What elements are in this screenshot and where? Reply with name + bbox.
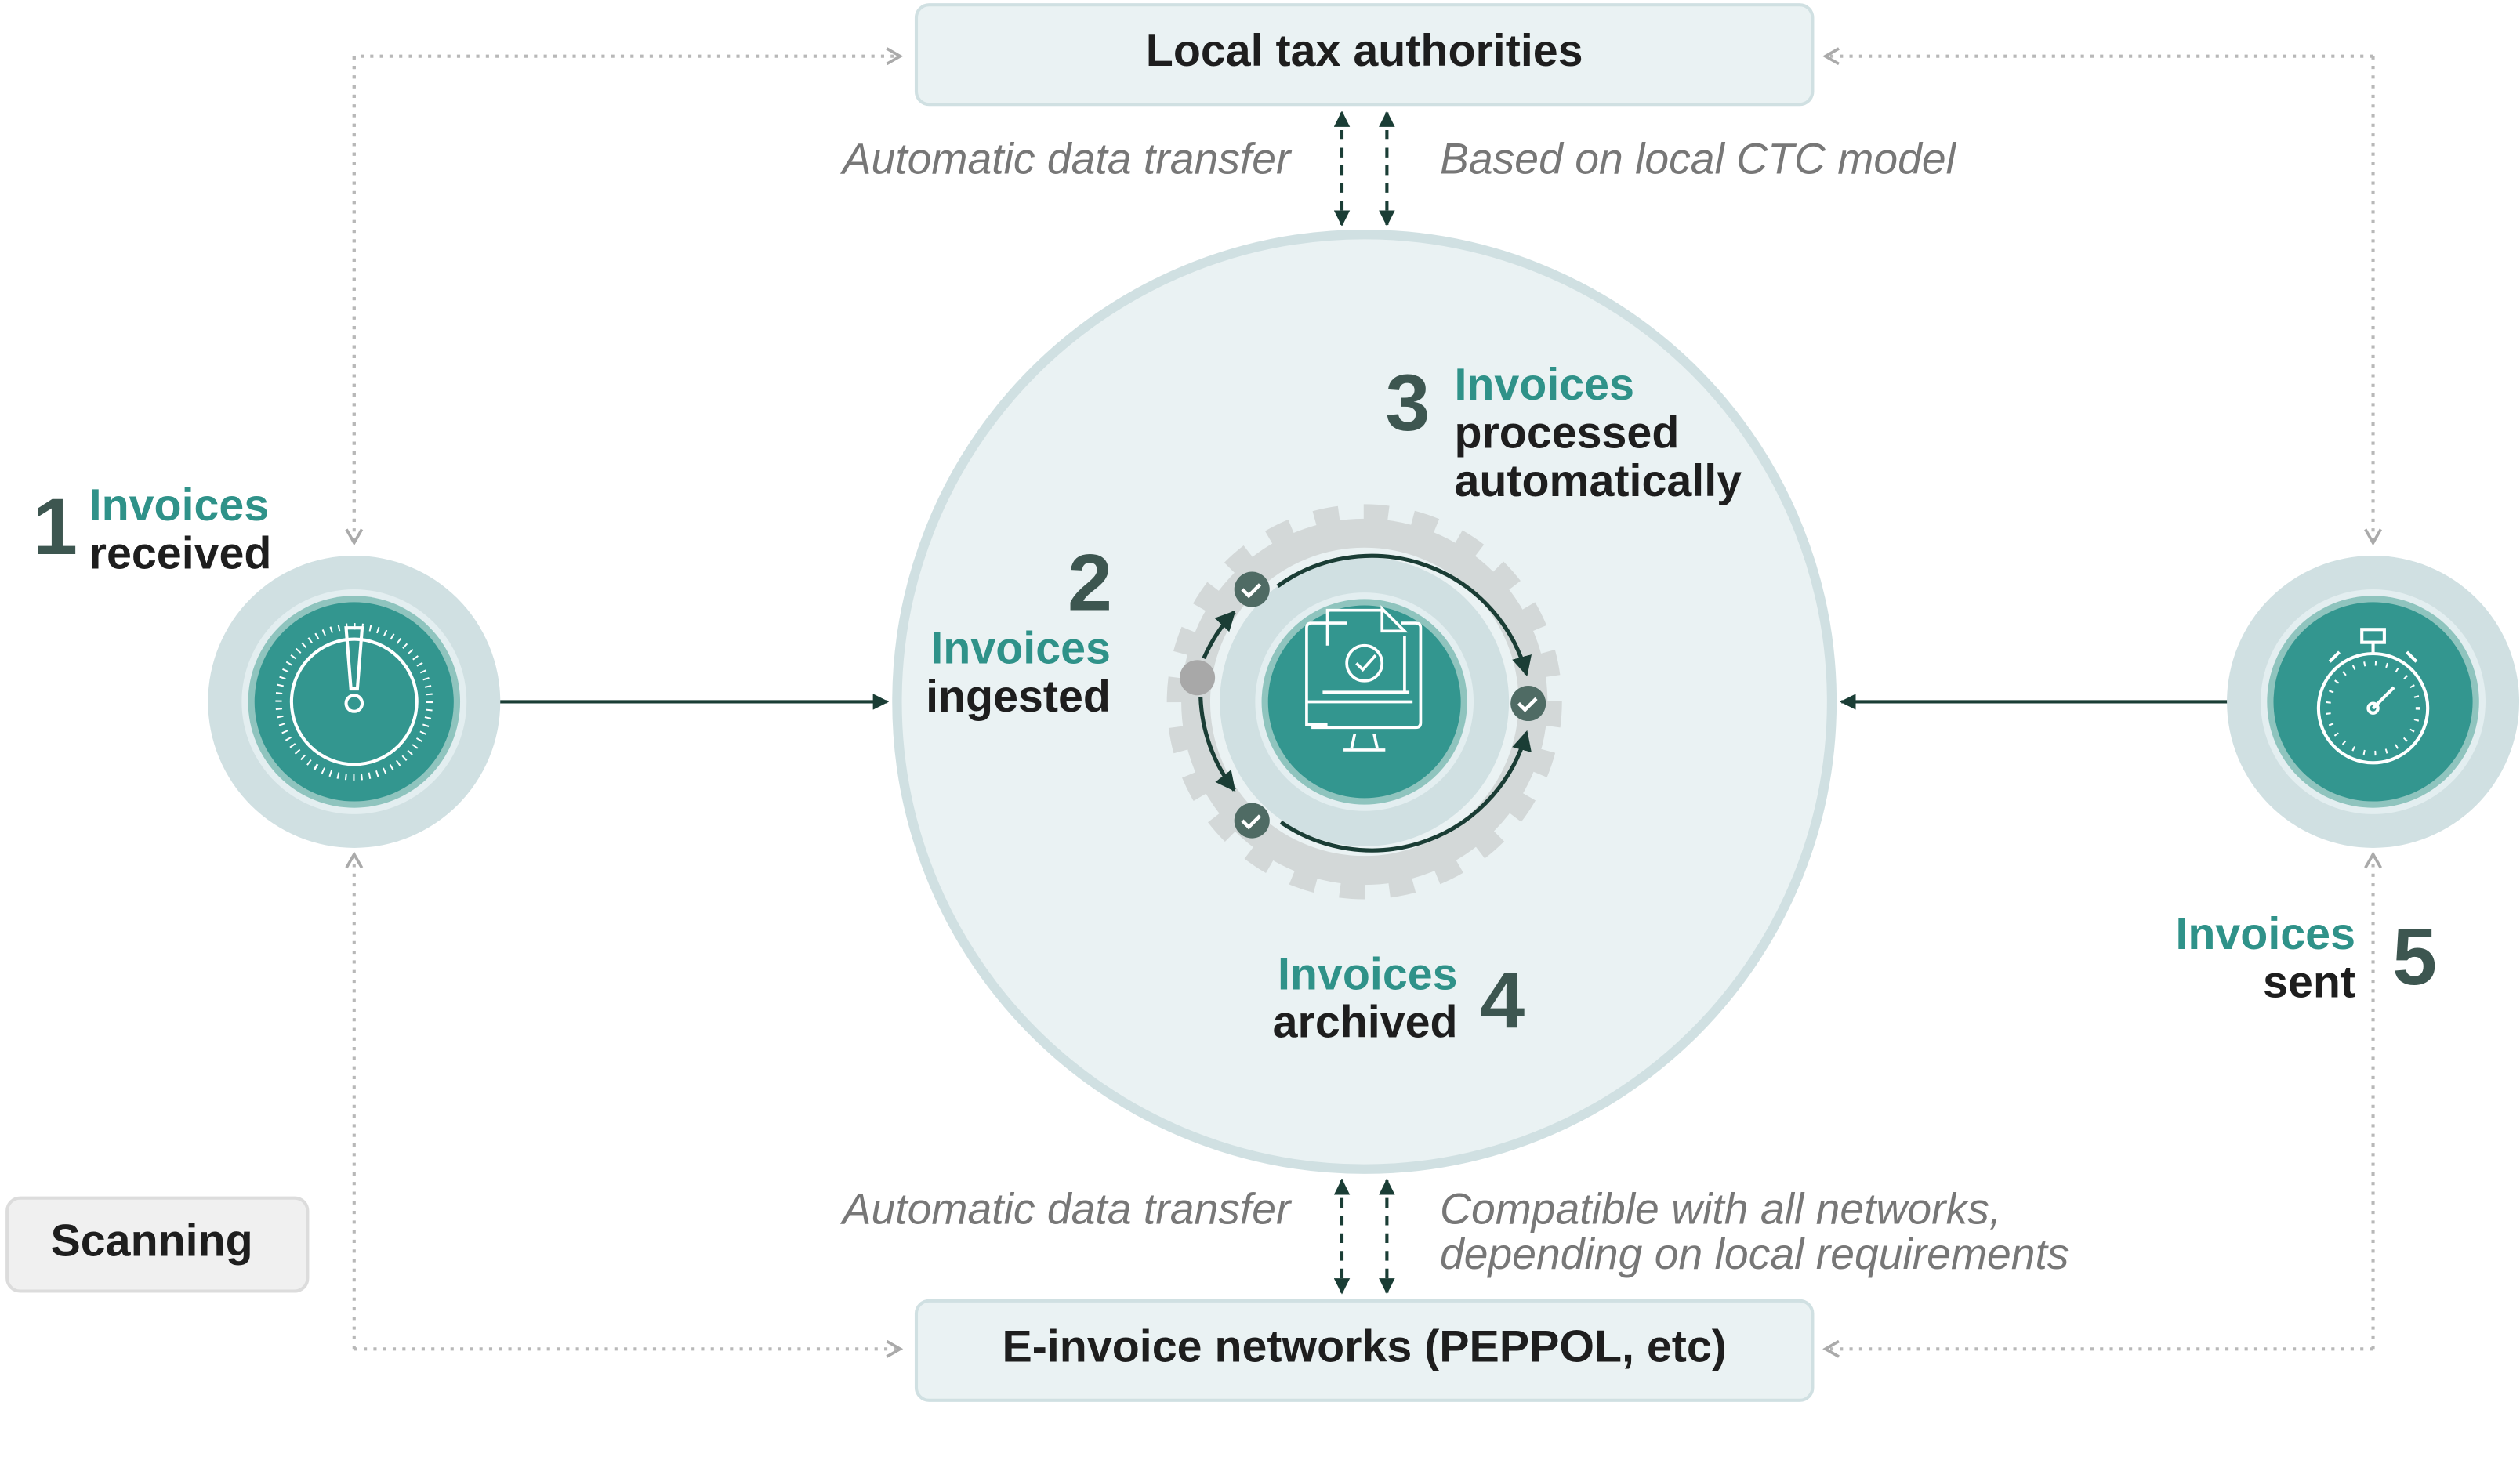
step-1-number: 1: [33, 481, 78, 571]
scanning-box: Scanning: [5, 1196, 310, 1293]
top-left-note: Automatic data transfer: [840, 134, 1293, 183]
dotted-connectors: [345, 47, 2382, 1358]
scanning-label: Scanning: [51, 1216, 253, 1266]
step-2-title: Invoices: [930, 623, 1111, 673]
bottom-left-note: Automatic data transfer: [840, 1184, 1293, 1233]
step-2-subtitle: ingested: [926, 672, 1111, 722]
step-3-number: 3: [1385, 357, 1430, 447]
monitor-document-check-icon: [1305, 605, 1423, 752]
step-3-title: Invoices: [1454, 360, 1634, 410]
bottom-right-note-line1: Compatible with all networks,: [1440, 1184, 2001, 1233]
cycle-arrows: [1198, 553, 1532, 853]
bottom-right-note-line2: depending on local requirements: [1440, 1230, 2069, 1278]
invoices-sent-node: [2227, 555, 2520, 848]
step-4-number: 4: [1480, 955, 1525, 1045]
step-3-subtitle2: automatically: [1454, 456, 1742, 506]
step-5-label: Invoices sent 5: [2175, 909, 2437, 1007]
step-1-title: Invoices: [89, 480, 270, 531]
step-4-label: Invoices archived 4: [1273, 949, 1525, 1047]
start-dot: [1180, 660, 1216, 696]
step-3-label: 3 Invoices processed automatically: [1385, 357, 1742, 506]
step-2-label: 2 Invoices ingested: [926, 538, 1112, 722]
step-4-title: Invoices: [1278, 949, 1458, 999]
step-1-label: 1 Invoices received: [33, 480, 272, 578]
step-4-subtitle: archived: [1273, 998, 1458, 1048]
step-5-title: Invoices: [2175, 909, 2355, 959]
check-badge-icon: [1234, 571, 1546, 839]
step-1-subtitle: received: [89, 528, 272, 578]
alert-gauge-icon: [275, 623, 433, 781]
invoices-received-node: [208, 555, 501, 848]
stopwatch-icon: [2316, 628, 2430, 765]
step-3-subtitle: processed: [1454, 408, 1679, 458]
processing-gear: [1166, 504, 1562, 900]
e-invoice-networks-label: E-invoice networks (PEPPOL, etc): [1003, 1322, 1727, 1372]
e-invoice-networks-box: E-invoice networks (PEPPOL, etc): [914, 1299, 1815, 1402]
step-5-number: 5: [2392, 911, 2437, 1002]
step-5-subtitle: sent: [2263, 958, 2355, 1008]
local-tax-authorities-box: Local tax authorities: [914, 3, 1815, 107]
local-tax-authorities-label: Local tax authorities: [1146, 26, 1583, 76]
data-transfer-arrows: [1333, 111, 1395, 1295]
step-2-number: 2: [1068, 538, 1112, 628]
top-right-note: Based on local CTC model: [1440, 134, 1957, 183]
